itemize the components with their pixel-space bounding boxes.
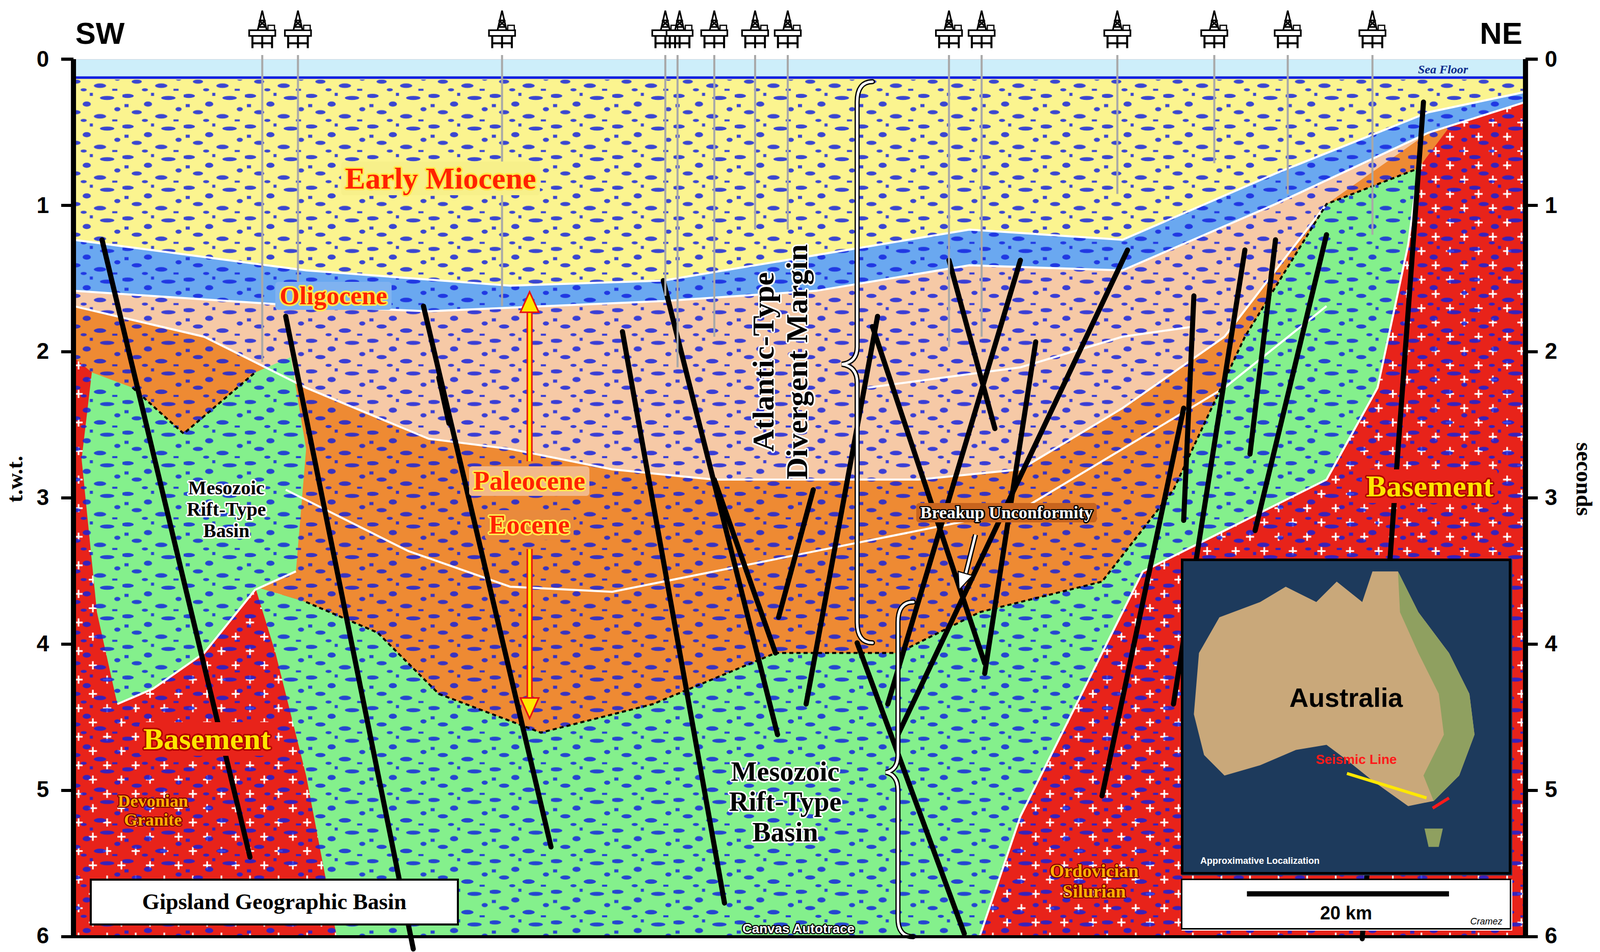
rig-icons xyxy=(249,10,1386,49)
axis-tick-label: 5 xyxy=(36,777,49,803)
margin-label: Atlantic-Type Divergent Margin xyxy=(746,234,814,490)
rock-age-label: Devonian Granite xyxy=(101,791,204,831)
axis-tick-label: 3 xyxy=(36,485,49,510)
age-range-arrow xyxy=(520,292,539,719)
basement-label: Basement xyxy=(139,722,275,757)
location-map-frame: AustraliaSeismic LineApproximative Local… xyxy=(1180,558,1512,875)
axis-tick-label: 1 xyxy=(1544,193,1558,218)
direction-label: SW xyxy=(75,16,125,51)
axis-title: seconds xyxy=(1571,442,1596,516)
horizons xyxy=(73,91,1526,938)
axis-tick-label: 4 xyxy=(36,631,49,657)
brackets xyxy=(841,81,914,938)
unit-label: Oligocene xyxy=(275,281,392,311)
rock-age-label: Ordovician Silurian xyxy=(1035,861,1153,902)
sea-floor-label: Sea Floor xyxy=(1417,62,1468,76)
title-text: Gipsland Geographic Basin xyxy=(142,890,407,915)
axis-tick-label: 2 xyxy=(36,339,49,364)
scale-bar xyxy=(1181,880,1512,932)
scale-box: 20 km Cramez xyxy=(1180,879,1512,931)
axis-tick-label: 6 xyxy=(1544,923,1558,949)
breakup-arrow xyxy=(958,534,976,590)
axis-tick-label: 5 xyxy=(1544,777,1558,803)
title-box: Gipsland Geographic Basin xyxy=(89,879,459,926)
scale-label: 20 km xyxy=(1320,903,1373,924)
wells xyxy=(262,55,1373,368)
author-mark: Cramez xyxy=(1469,917,1503,928)
sediment-layers xyxy=(73,59,1526,938)
axis-tick-label: 0 xyxy=(1544,46,1558,72)
axis-tick-label: 6 xyxy=(36,923,49,949)
basin-label: Mesozoic Rift-Type Basin xyxy=(167,477,286,542)
axis-tick-label: 4 xyxy=(1544,631,1558,657)
unit-label: Early Miocene xyxy=(341,161,541,196)
unit-label: Paleocene xyxy=(469,466,589,496)
plot-frame xyxy=(61,59,1538,938)
line-label: Seismic Line xyxy=(1315,752,1398,768)
basin-label: Mesozoic Rift-Type Basin xyxy=(708,757,862,848)
axis-tick-label: 2 xyxy=(1544,339,1558,364)
axis-tick-label: 3 xyxy=(1544,485,1558,510)
direction-label: NE xyxy=(1479,16,1522,51)
country-label: Australia xyxy=(1289,683,1404,713)
basement-label: Basement xyxy=(1361,469,1498,504)
axis-tick-label: 1 xyxy=(36,193,49,218)
axis-tick-label: 0 xyxy=(36,46,49,72)
map-note: Approximative Localization xyxy=(1200,856,1320,867)
location-map xyxy=(1181,559,1512,876)
basement-ground xyxy=(73,59,1526,938)
unit-label: Eocene xyxy=(484,510,575,540)
axis-title: t.w.t. xyxy=(3,455,28,503)
credit-label: Canvas Autotrace xyxy=(742,921,855,937)
unconformity-label: Breakup Unconformity xyxy=(916,503,1097,523)
